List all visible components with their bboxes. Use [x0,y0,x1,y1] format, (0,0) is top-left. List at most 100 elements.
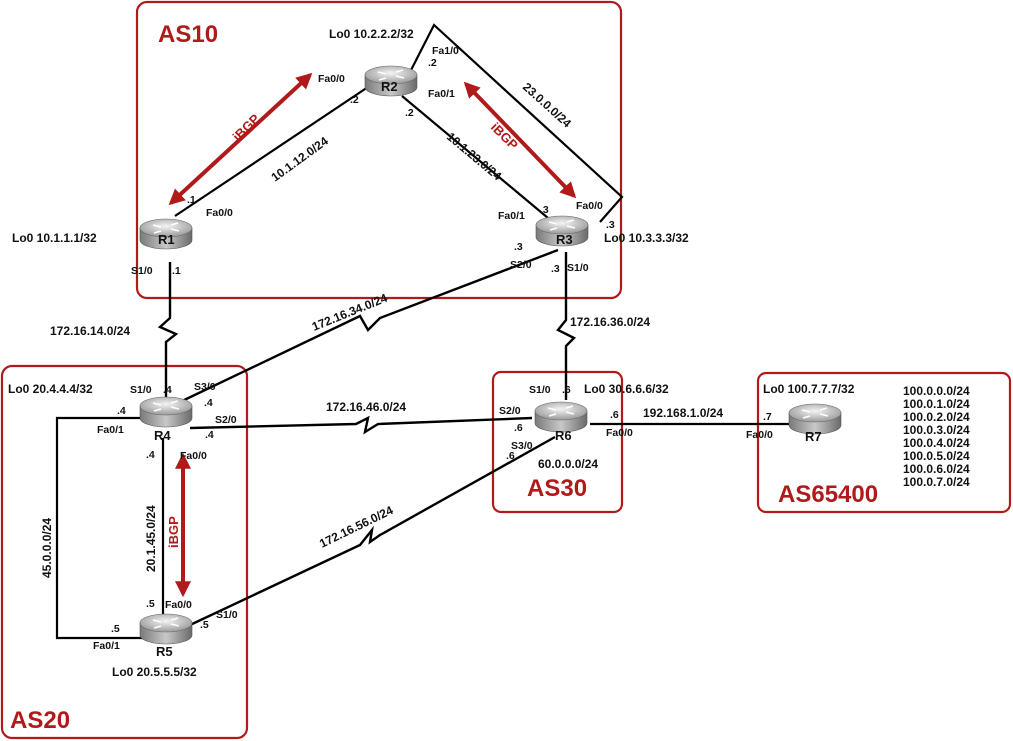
net-r2-r3-b: 23.0.0.0/24 [520,80,574,131]
as65400-label: AS65400 [778,481,878,508]
if-r6-s30-ip: .6 [506,450,515,462]
serial-r1-r4 [157,262,179,400]
if-r6-s30: S3/0 [511,440,533,452]
router-r3[interactable]: R3 [535,215,589,247]
if-r6-fa00: Fa0/0 [606,427,633,439]
router-r2-name: R2 [381,79,398,94]
if-r4-s30-ip: .4 [204,397,213,409]
router-r4[interactable]: R4 [139,396,193,443]
if-r2-fa10-ip: .2 [428,57,437,69]
r7-network-3: 100.0.3.0/24 [903,423,970,437]
r7-network-2: 100.0.2.0/24 [903,410,970,424]
if-r4-s30: S3/0 [194,381,216,393]
r5-loopback: Lo0 20.5.5.5/32 [112,665,197,679]
as10-box [135,0,623,300]
if-r5-fa00-ip: .5 [146,598,155,610]
if-r1-s10: S1/0 [131,265,153,277]
if-r4-s20: S2/0 [215,414,237,426]
r7-network-4: 100.0.4.0/24 [903,436,970,450]
r7-network-0: 100.0.0.0/24 [903,384,970,398]
router-r7-name: R7 [805,429,822,444]
r2-loopback: Lo0 10.2.2.2/32 [329,27,414,41]
if-r6-s20: S2/0 [499,405,521,417]
if-r4-fa00-ip: .4 [146,449,155,461]
router-r5[interactable]: R5 [139,613,193,659]
serial-r3-r6 [556,252,577,400]
if-r5-fa00: Fa0/0 [165,599,192,611]
as30-label: AS30 [527,475,587,502]
if-r1-fa00: Fa0/0 [206,207,233,219]
as20-box [0,364,249,740]
net-r4-r5-b: 45.0.0.0/24 [40,518,54,578]
router-r1-name: R1 [158,232,175,247]
if-r3-s10: S1/0 [567,262,589,274]
ibgp-label-r4-r5: iBGP [166,516,181,548]
serial-r3-r4 [179,248,559,404]
net-r4-r6: 172.16.46.0/24 [326,400,406,414]
r7-network-7: 100.0.7.0/24 [903,475,970,489]
if-r3-s20-ip: .3 [514,241,523,253]
if-r4-s10: S1/0 [130,384,152,396]
if-r4-s10-ip: .4 [163,384,172,396]
if-r1-s10-ip: .1 [172,265,181,277]
if-r5-fa01: Fa0/1 [93,640,120,652]
if-r3-s10-ip: .3 [551,263,560,275]
net-r3-r6: 172.16.36.0/24 [570,315,650,329]
if-r3-fa01: Fa0/1 [498,210,525,222]
if-r7-fa00: Fa0/0 [746,429,773,441]
if-r4-fa00: Fa0/0 [180,450,207,462]
router-icon [801,407,829,419]
as30-box [491,370,624,514]
router-r1[interactable]: R1 [139,218,193,250]
if-r5-fa01-ip: .5 [111,623,120,635]
as10-label: AS10 [158,21,218,48]
r7-network-6: 100.0.6.0/24 [903,462,970,476]
router-r6-name: R6 [555,428,572,443]
router-r4-name: R4 [154,428,171,443]
r4-loopback: Lo0 20.4.4.4/32 [8,382,93,396]
if-r5-s10-ip: .5 [200,619,209,631]
link-r4-r5-b [55,416,150,640]
if-r2-fa01: Fa0/1 [428,88,455,100]
net-r5-r6: 172.16.56.0/24 [317,503,395,551]
if-r6-s10: S1/0 [529,384,551,396]
ibgp-label-r1-r2: iBGP [230,111,263,144]
router-icon [547,405,575,417]
net-r1-r4: 172.16.14.0/24 [50,324,130,338]
r7-network-5: 100.0.5.0/24 [903,449,970,463]
router-icon [548,219,576,231]
r7-loopback: Lo0 100.7.7.7/32 [763,382,855,396]
if-r2-fa00: Fa0/0 [318,73,345,85]
router-r6[interactable]: R6 [534,401,588,443]
if-r3-s20: S2/0 [510,259,532,271]
router-r5-name: R5 [156,644,173,659]
as20-label: AS20 [10,707,70,734]
as65400-box [756,371,1012,514]
if-r2-fa00-ip: .2 [350,94,359,106]
net-r6-lan: 60.0.0.0/24 [538,457,598,471]
if-r2-fa01-ip: .2 [405,107,414,119]
serial-r5-r6 [189,435,556,627]
if-r5-s10: S1/0 [216,609,238,621]
net-r6-r7: 192.168.1.0/24 [643,406,723,420]
if-r3-fa01-ip: .3 [540,204,549,216]
if-r4-fa01: Fa0/1 [97,424,124,436]
if-r4-fa01-ip: .4 [117,405,126,417]
if-r3-fa00-ip: .3 [606,219,615,231]
net-r1-r2: 10.1.12.0/24 [269,134,331,185]
ibgp-label-r2-r3: iBGP [488,120,521,153]
ibgp-arrow-r2-r3 [463,81,577,199]
net-r2-r3: 10.1.23.0/24 [444,130,504,184]
if-r7-fa00-ip: .7 [763,411,772,423]
serial-r4-r6 [189,415,533,435]
router-r7[interactable]: R7 [788,403,842,444]
router-r3-name: R3 [556,232,573,247]
if-r6-s20-ip: .6 [514,422,523,434]
r7-network-1: 100.0.1.0/24 [903,397,970,411]
router-r2[interactable]: R2 [364,65,418,97]
if-r4-s20-ip: .4 [205,429,214,441]
net-r4-r5: 20.1.45.0/24 [144,505,158,572]
if-r1-fa00-ip: .1 [187,194,196,206]
